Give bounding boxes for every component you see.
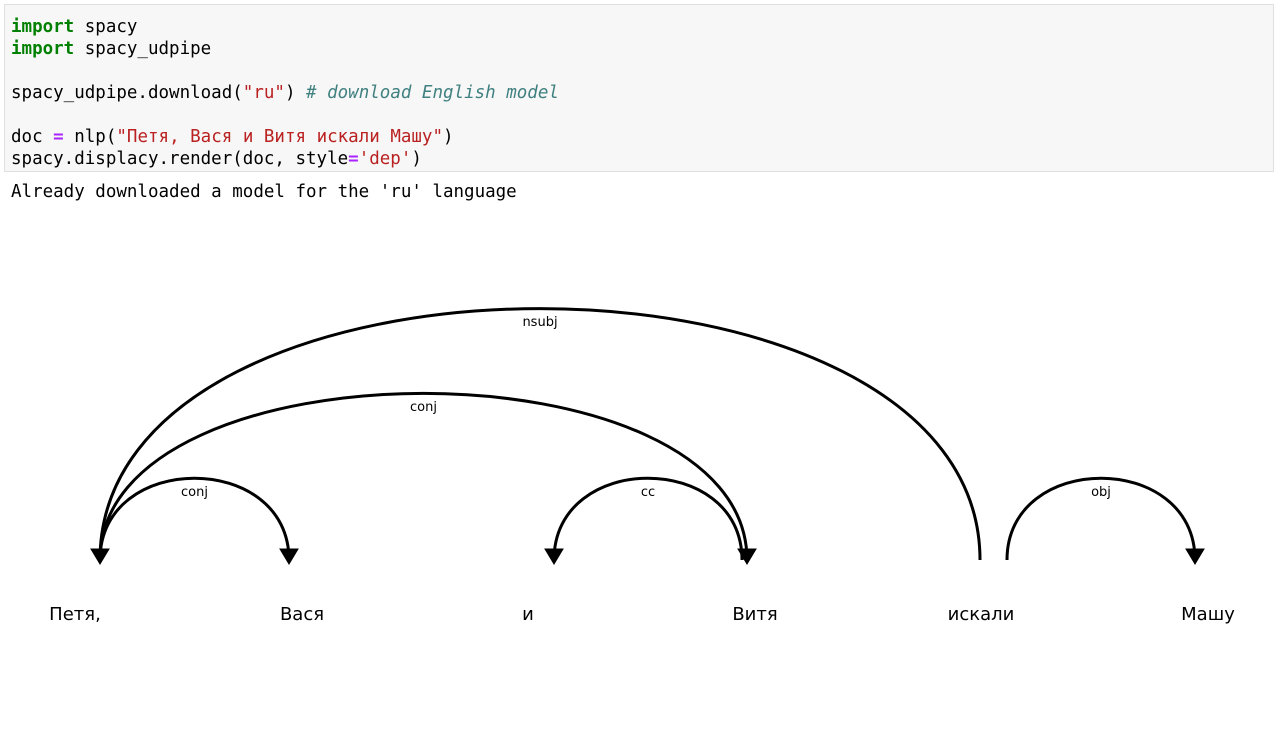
keyword-import: import — [11, 39, 75, 59]
code-line-3: spacy_udpipe.download("ru") # download E… — [11, 82, 559, 104]
dependency-arc-obj — [1005, 476, 1197, 561]
dependency-arc-cc — [552, 476, 744, 561]
code-line-2: import spacy_udpipe — [11, 38, 211, 60]
string-literal: 'dep' — [358, 149, 412, 169]
dependency-arc-conj — [98, 476, 291, 561]
function-call: nlp( — [63, 127, 117, 147]
dependency-arrow-nsubj — [90, 548, 110, 565]
dependency-arrow-obj — [1185, 548, 1205, 565]
assign-operator: = — [348, 149, 359, 169]
string-literal: "Петя, Вася и Витя искали Машу" — [116, 127, 444, 147]
dependency-label-conj: conj — [181, 485, 208, 500]
code-cell[interactable]: import spacy import spacy_udpipe spacy_u… — [4, 4, 1274, 172]
function-call: spacy.displacy.render(doc, style — [11, 149, 349, 169]
assign-operator: = — [53, 127, 64, 147]
function-call: spacy_udpipe.download( — [11, 83, 243, 103]
code-line-1: import spacy — [11, 16, 137, 38]
module-name: spacy_udpipe — [74, 39, 212, 59]
paren: ) — [284, 83, 296, 103]
dependency-arrow-cc — [544, 548, 564, 565]
token-word: Машу — [1181, 604, 1235, 625]
module-name: spacy — [74, 17, 138, 37]
dependency-label-obj: obj — [1091, 485, 1111, 500]
token-word: Петя, — [49, 604, 101, 625]
keyword-import: import — [11, 17, 75, 37]
code-line-5: spacy.displacy.render(doc, style='dep') — [11, 148, 422, 170]
dependency-arc-nsubj — [98, 307, 982, 561]
dependency-arrow-conj — [737, 548, 757, 565]
dependency-arrow-conj — [279, 548, 299, 565]
token-word: и — [522, 604, 534, 625]
code-line-4: doc = nlp("Петя, Вася и Витя искали Машу… — [11, 126, 454, 148]
dependency-arc-conj — [98, 391, 749, 561]
code-comment: # download English model — [295, 83, 559, 103]
token-word: Витя — [732, 604, 777, 625]
dependency-label-conj: conj — [410, 400, 437, 415]
token-word: искали — [948, 604, 1015, 625]
dependency-label-cc: cc — [641, 485, 655, 500]
string-literal: "ru" — [242, 83, 285, 103]
variable: doc — [11, 127, 54, 147]
cell-output: Already downloaded a model for the 'ru' … — [11, 182, 517, 202]
paren: ) — [411, 149, 422, 169]
token-word: Вася — [280, 604, 324, 625]
paren: ) — [443, 127, 454, 147]
dependency-label-nsubj: nsubj — [522, 315, 557, 330]
